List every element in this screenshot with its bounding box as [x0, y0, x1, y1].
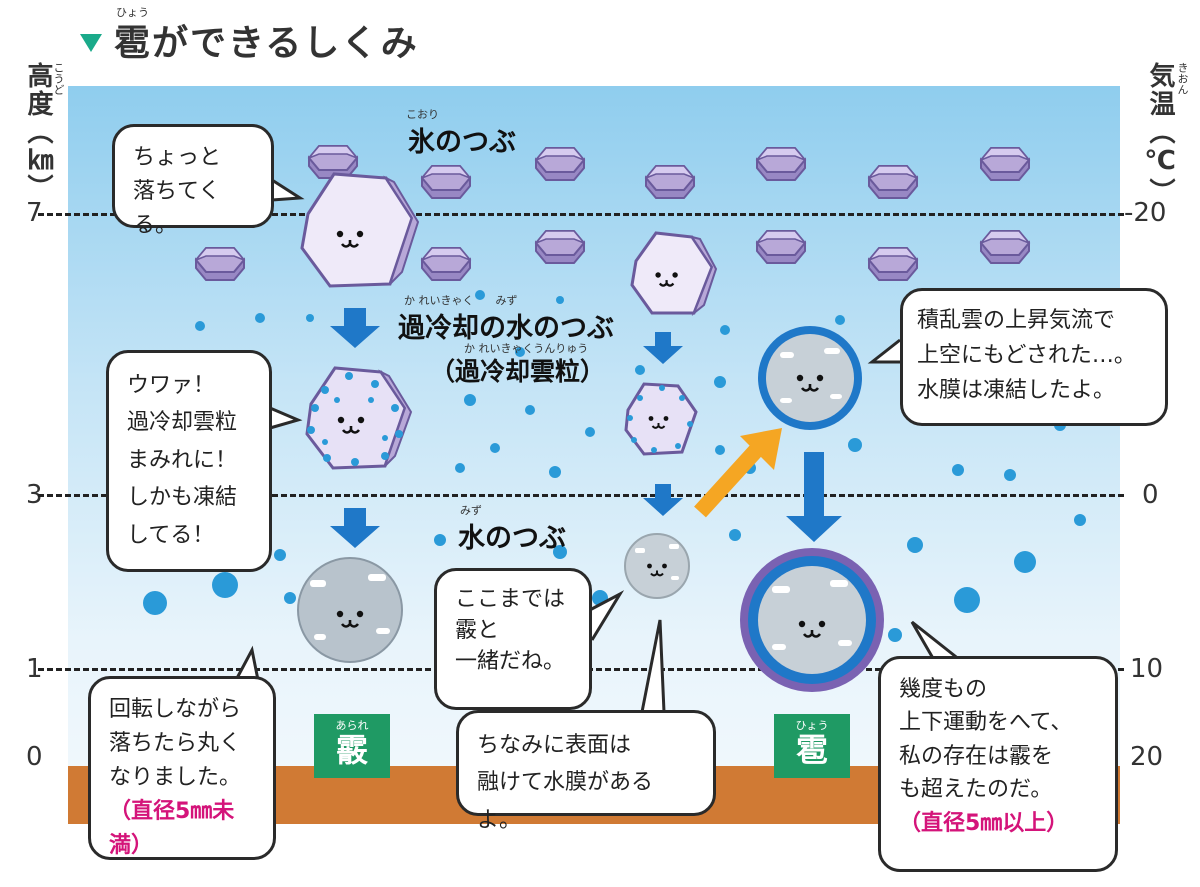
- hail-badge: ひょう 雹: [774, 714, 850, 778]
- bubble-line: しかも凍結: [127, 485, 238, 511]
- bubble-line: 融けて水膜があるよ。: [477, 770, 654, 833]
- supercooled-label-ruby: か れいきゃく みず: [404, 294, 518, 307]
- page-title: 雹ができるしくみ: [80, 14, 419, 66]
- bubble-line: 幾度もの: [899, 677, 988, 702]
- graupel-character: [297, 557, 403, 663]
- altitude-axis-label: 高度（㎞）: [23, 62, 53, 202]
- temperature-tick-20: 20: [1130, 742, 1164, 772]
- supercooled-ice-small-character: [624, 382, 698, 456]
- bubble-line: 上下運動をへて、: [899, 710, 1073, 736]
- bubble-line: してる！: [127, 522, 215, 548]
- temperature-axis-ruby: きおん: [1176, 62, 1189, 95]
- ice-plate: [756, 230, 806, 264]
- speech-bubble-falling: ちょっと 落ちてくる。: [112, 124, 274, 238]
- bubble-line: 過冷却雲粒: [127, 410, 238, 436]
- altitude-axis-ruby: こうど: [52, 62, 65, 95]
- graupel-badge-ruby: あられ: [335, 719, 369, 732]
- altitude-tick-7: 7: [26, 198, 43, 228]
- title-text: 雹ができるしくみ: [114, 23, 419, 64]
- altitude-tick-3: 3: [26, 480, 43, 510]
- ice-particles-label: 氷のつぶ: [408, 127, 516, 158]
- title-ruby: ひょう: [116, 6, 149, 19]
- water-particles-label: 水のつぶ: [458, 523, 566, 554]
- diameter-note-small: （直径5㎜未満）: [109, 799, 235, 859]
- water-coated-ball-character: [624, 533, 690, 599]
- ice-plate: [195, 247, 245, 281]
- speech-bubble-updraft: 積乱雲の上昇気流で 上空にもどされた…。 水膜は凍結したよ。: [900, 288, 1168, 426]
- temperature-tick-0: 0: [1142, 480, 1159, 510]
- hail-badge-text: 雹: [795, 731, 828, 769]
- speech-bubble-frozen: ウワァ！ 過冷却雲粒 まみれに！ しかも凍結 してる！: [106, 350, 272, 572]
- speech-bubble-rounded: 回転しながら 落ちたら丸く なりました。 （直径5㎜未満）: [88, 676, 276, 860]
- ice-plate: [535, 230, 585, 264]
- ice-plate: [980, 230, 1030, 264]
- graupel-badge-text: 霰: [335, 731, 368, 769]
- temperature-tick-minus20: -20: [1124, 198, 1167, 228]
- ice-plate: [645, 165, 695, 199]
- altitude-tick-1: 1: [26, 654, 43, 684]
- altitude-line-3km: [38, 494, 1124, 497]
- ice-plate: [756, 147, 806, 181]
- bubble-line: ちょっと: [133, 145, 222, 170]
- supercooled-droplets-label: 過冷却の水のつぶ: [398, 313, 614, 344]
- water-droplets: [143, 290, 1086, 642]
- ice-plate: [535, 147, 585, 181]
- ice-plate: [980, 147, 1030, 181]
- hail-badge-ruby: ひょう: [795, 719, 829, 732]
- speech-bubble-water-film: ちなみに表面は 融けて水膜があるよ。: [456, 710, 716, 833]
- bubble-line: まみれに！: [127, 447, 238, 473]
- hailstone-character: [740, 548, 884, 692]
- bubble-line: 積乱雲の上昇気流で: [917, 308, 1116, 333]
- ice-crystal-small-character: [630, 231, 718, 317]
- bubble-line: 霰と: [455, 617, 500, 643]
- updraft-arrow: [694, 428, 782, 518]
- bubble-line: 水膜は凍結したよ。: [917, 378, 1116, 404]
- temperature-tick-10: 10: [1130, 654, 1164, 684]
- ice-plate: [868, 165, 918, 199]
- diameter-note-large: （直径5㎜以上）: [899, 810, 1069, 836]
- water-label-ruby: みず: [460, 504, 482, 517]
- frozen-film-ball-character: [758, 326, 862, 430]
- altitude-line-7km: [38, 213, 1124, 216]
- ice-plate: [421, 165, 471, 199]
- ice-plate: [421, 247, 471, 281]
- speech-tails: [234, 178, 961, 713]
- bubble-line: 私の存在は霰を: [899, 743, 1054, 769]
- speech-bubble-same-as-graupel: ここまでは 霰と 一緒だね。: [434, 568, 592, 710]
- bubble-line: 一緒だね。: [455, 648, 566, 674]
- bubble-line: 上空にもどされた…。: [917, 343, 1136, 369]
- temperature-axis-label: 気温（℃）: [1145, 62, 1175, 206]
- supercooled-cloud-droplets-label: （過冷却雲粒）: [430, 357, 606, 386]
- ice-label-ruby: こおり: [406, 108, 439, 121]
- bubble-line: 回転しながら: [109, 697, 242, 722]
- bubble-line: ウワァ！: [127, 373, 216, 398]
- graupel-badge: あられ 霰: [314, 714, 390, 778]
- down-arrows: [330, 308, 842, 548]
- bubble-line: ここまでは: [455, 587, 566, 612]
- ice-plate: [868, 247, 918, 281]
- speech-bubble-hail-grown: 幾度もの 上下運動をへて、 私の存在は霰を も超えたのだ。 （直径5㎜以上）: [878, 656, 1118, 872]
- supercooled-ice-character: [305, 366, 413, 470]
- triangle-marker-icon: [80, 34, 102, 52]
- altitude-tick-0: 0: [26, 742, 43, 772]
- ice-crystal-character: [300, 172, 420, 288]
- bubble-line: 落ちてくる。: [133, 179, 221, 239]
- supercooled-sub-ruby: か れいきゃくうんりゅう: [464, 342, 589, 355]
- bubble-line: ちなみに表面は: [477, 733, 632, 758]
- bubble-line: 落ちたら丸く: [109, 731, 242, 757]
- bubble-line: なりました。: [109, 765, 242, 791]
- bubble-line: も超えたのだ。: [899, 777, 1053, 803]
